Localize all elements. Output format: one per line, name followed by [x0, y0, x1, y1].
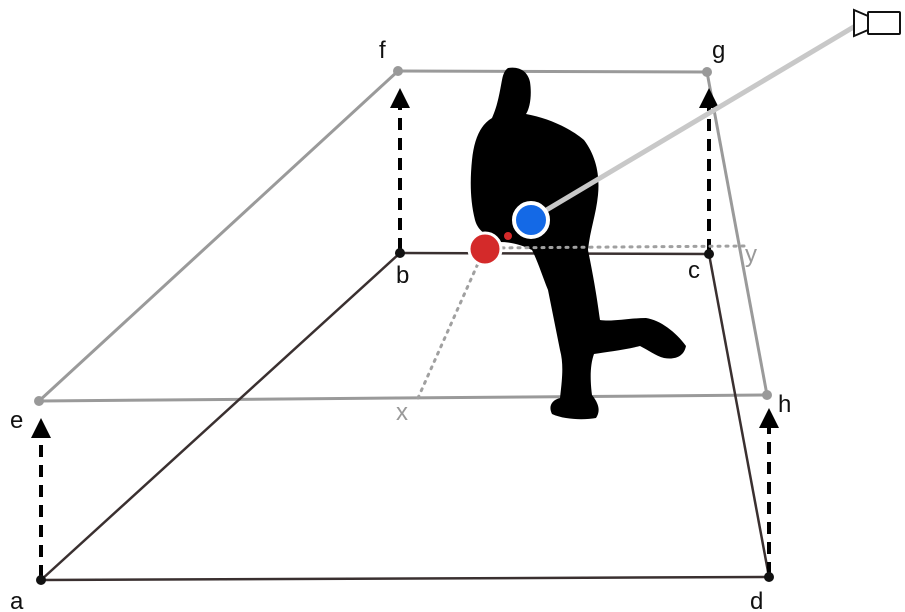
label-g: g: [712, 37, 725, 64]
vertex-f-dot: [393, 66, 403, 76]
label-e: e: [10, 407, 23, 434]
red-marker: [467, 231, 503, 267]
vertex-a-dot: [36, 575, 46, 585]
label-a: a: [10, 588, 24, 612]
label-d: d: [750, 588, 763, 612]
label-b: b: [396, 262, 409, 289]
vertex-h-dot: [762, 390, 772, 400]
vertex-e-dot: [34, 396, 44, 406]
edge-f-e: [37, 69, 400, 403]
projection-to-x: [416, 248, 486, 400]
camera-icon: [853, 8, 901, 38]
label-x: x: [396, 399, 408, 426]
vertex-d-dot: [764, 572, 774, 582]
vertex-c-dot: [704, 249, 714, 259]
edge-e-h: [38, 393, 768, 403]
edge-g-h: [705, 71, 769, 396]
edge-a-d: [40, 575, 770, 582]
vertex-g-dot: [702, 67, 712, 77]
projection-lines: [416, 244, 747, 400]
label-c: c: [688, 257, 700, 284]
vertical-arrows: [31, 88, 779, 577]
projection-to-y: [484, 244, 747, 250]
label-y: y: [745, 241, 757, 268]
edge-a-b: [40, 252, 401, 581]
camera-ray: [530, 19, 865, 221]
edge-c-d: [707, 253, 771, 578]
small-red-dot: [504, 232, 512, 240]
elevated-plane: [37, 69, 769, 403]
label-f: f: [379, 37, 386, 64]
blue-marker: [512, 201, 550, 239]
vertex-b-dot: [395, 248, 405, 258]
edge-f-g: [397, 69, 708, 74]
label-h: h: [778, 391, 791, 418]
vertex-dots: [34, 66, 774, 585]
person-silhouette: [470, 67, 686, 420]
